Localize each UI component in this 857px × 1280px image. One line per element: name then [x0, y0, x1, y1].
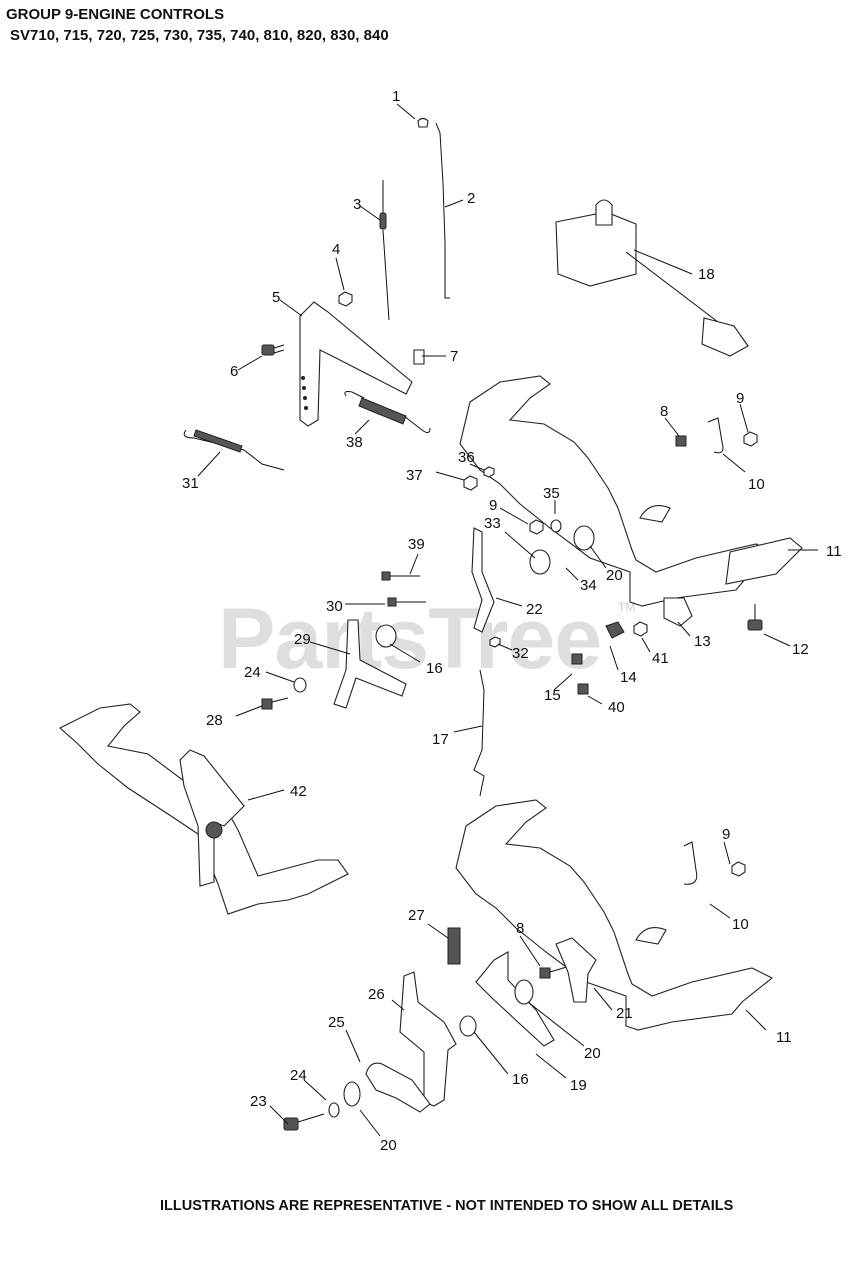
bolts-middle	[261, 431, 758, 710]
part-13-clip	[663, 597, 693, 627]
leader-lines	[197, 103, 818, 1137]
callout-27: 27	[408, 907, 425, 924]
callout-22: 22	[526, 601, 543, 618]
callout-41: 41	[652, 650, 669, 667]
callout-21: 21	[616, 1005, 633, 1022]
part-6-bolt	[261, 344, 285, 356]
callout-24-2: 24	[290, 1067, 307, 1084]
callout-38: 38	[346, 434, 363, 451]
callout-3: 3	[353, 196, 361, 213]
callout-11-2: 11	[776, 1029, 792, 1046]
part-1-screw	[417, 117, 429, 128]
model-list: SV710, 715, 720, 725, 730, 735, 740, 810…	[10, 27, 389, 44]
callout-32: 32	[512, 645, 529, 662]
callout-40: 40	[608, 699, 625, 716]
disclaimer-footer: ILLUSTRATIONS ARE REPRESENTATIVE - NOT I…	[160, 1198, 734, 1214]
part-17-link	[473, 669, 485, 797]
diagram-title: GROUP 9-ENGINE CONTROLS	[6, 6, 225, 23]
part-29-plate	[333, 619, 407, 709]
callout-19: 19	[570, 1077, 587, 1094]
callout-26: 26	[368, 986, 385, 1003]
callout-12: 12	[792, 641, 809, 658]
upper-bracket	[459, 375, 778, 607]
part-2-rod	[435, 122, 450, 299]
callout-9-2: 9	[489, 497, 497, 514]
callout-2: 2	[467, 190, 475, 207]
part-14-block	[605, 621, 625, 639]
callout-10-2: 10	[732, 916, 749, 933]
callout-10: 10	[748, 476, 765, 493]
callout-20-3: 20	[380, 1137, 397, 1154]
washers-middle	[293, 519, 595, 693]
part-22-lever	[471, 527, 495, 633]
callout-16: 16	[426, 660, 443, 677]
callout-20: 20	[606, 567, 623, 584]
part-10-spring	[707, 417, 724, 454]
callout-33: 33	[484, 515, 501, 532]
callout-29: 29	[294, 631, 311, 648]
callout-23: 23	[250, 1093, 267, 1110]
callout-14: 14	[620, 669, 637, 686]
trademark-mark: TM	[618, 600, 636, 614]
callout-5: 5	[272, 289, 280, 306]
part-3-spring-rod	[379, 180, 390, 321]
part-5-throttle-lever	[299, 301, 413, 427]
callout-34: 34	[580, 577, 597, 594]
callout-6: 6	[230, 363, 238, 380]
part-38-spring	[344, 391, 431, 434]
callout-13: 13	[694, 633, 711, 650]
callout-11: 11	[826, 543, 842, 560]
callout-37: 37	[406, 467, 423, 484]
lower-parts	[283, 927, 597, 1131]
callout-4: 4	[332, 241, 340, 258]
watermark: PartsTree	[218, 591, 602, 687]
callout-28: 28	[206, 712, 223, 729]
callout-30: 30	[326, 598, 343, 615]
callout-9: 9	[736, 390, 744, 407]
callout-15: 15	[544, 687, 561, 704]
callout-20-2: 20	[584, 1045, 601, 1062]
callout-7: 7	[450, 348, 458, 365]
part-4-nut	[338, 291, 353, 307]
callout-16-2: 16	[512, 1071, 529, 1088]
part-42-assembly	[59, 703, 349, 915]
part-18-actuator	[555, 199, 749, 357]
part-11-bracket	[725, 537, 803, 585]
callout-24: 24	[244, 664, 261, 681]
callout-36: 36	[458, 449, 475, 466]
callout-8-2: 8	[516, 920, 524, 937]
callout-25: 25	[328, 1014, 345, 1031]
callout-17: 17	[432, 731, 449, 748]
callout-9-3: 9	[722, 826, 730, 843]
part-31-spring	[183, 429, 285, 471]
lower-bracket	[455, 799, 774, 1031]
callout-31: 31	[182, 475, 199, 492]
callout-39: 39	[408, 536, 425, 553]
callout-8: 8	[660, 403, 668, 420]
part-12-bolt	[747, 604, 763, 631]
callout-42: 42	[290, 783, 307, 800]
callout-numbers: 1234567889991010111112131415161617181920…	[182, 88, 842, 1154]
part-7-clip	[413, 349, 425, 365]
callout-18: 18	[698, 266, 715, 283]
callout-1: 1	[392, 88, 400, 105]
callout-35: 35	[543, 485, 560, 502]
